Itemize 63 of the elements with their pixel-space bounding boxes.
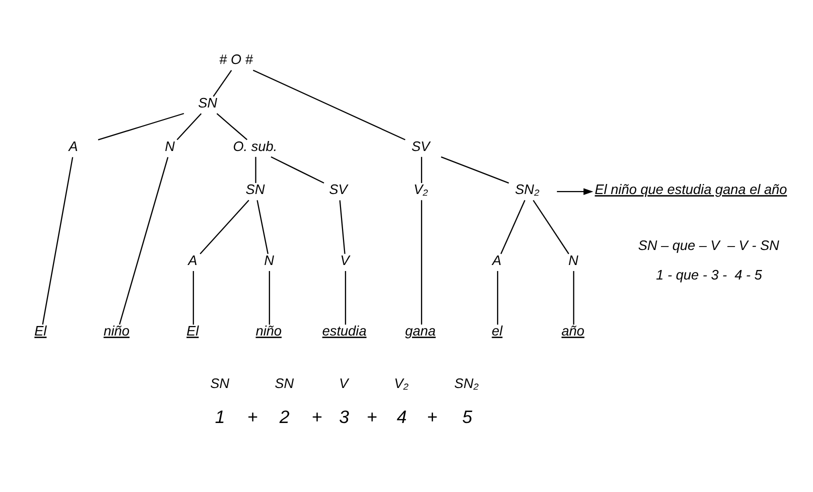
label: 5 (462, 407, 472, 428)
connector (216, 113, 248, 140)
node-text: N (164, 138, 175, 154)
connector (440, 156, 509, 184)
node-text: A (68, 138, 78, 154)
label: 2 (279, 407, 290, 428)
connector (270, 156, 324, 184)
node-text: N (568, 252, 578, 268)
node-text: SN (198, 96, 218, 111)
label: SN (210, 376, 230, 391)
node-text: V₂ (414, 182, 428, 198)
label: SN – que – V – V - SN (638, 238, 780, 254)
connector (252, 70, 406, 140)
connector (118, 157, 168, 325)
label: 1 - que - 3 - 4 - 5 (656, 268, 762, 283)
label: 1 (215, 407, 226, 428)
connector (420, 156, 422, 184)
node-text: SN₂ (515, 182, 540, 198)
label: 4 (396, 407, 407, 428)
connector (344, 271, 346, 325)
node-text: estudia (322, 324, 367, 339)
label: + (366, 407, 378, 428)
connector (339, 200, 346, 254)
node-text: El niño que estudia gana el año (594, 182, 788, 198)
connector (420, 200, 422, 325)
connector (532, 200, 570, 254)
node-text: SN (246, 182, 265, 198)
connector (268, 271, 270, 325)
node-text: A (492, 252, 502, 268)
connector (256, 200, 269, 254)
label: SN₂ (454, 376, 479, 391)
node-text: niño (104, 324, 130, 339)
connector (176, 113, 202, 140)
node-text: El (34, 324, 47, 339)
connector (255, 156, 256, 184)
node-text: A (188, 252, 198, 268)
connector (42, 157, 74, 325)
node-text: el (492, 324, 502, 339)
node-text: gana (405, 324, 436, 339)
node-text: # O # (219, 52, 253, 68)
node-text: año (562, 324, 584, 339)
node-text: V (340, 252, 350, 268)
connector (500, 200, 526, 254)
node-text: SV (412, 138, 430, 154)
label: SN (274, 376, 294, 391)
arrow (556, 188, 594, 195)
connector (212, 70, 232, 97)
node-text: N (264, 252, 274, 268)
label: V (339, 376, 348, 391)
connector (497, 271, 498, 325)
connector (573, 271, 574, 325)
connector (98, 112, 184, 140)
label: + (312, 407, 322, 428)
label: + (426, 407, 438, 428)
node-text: SV (329, 182, 348, 198)
connector (192, 271, 194, 325)
label: + (247, 407, 258, 428)
node-text: El (186, 324, 199, 339)
connector (200, 200, 250, 254)
label: V₂ (394, 376, 408, 391)
label: 3 (339, 407, 350, 428)
node-text: niño (256, 324, 282, 339)
node-text: O. sub. (233, 138, 278, 154)
